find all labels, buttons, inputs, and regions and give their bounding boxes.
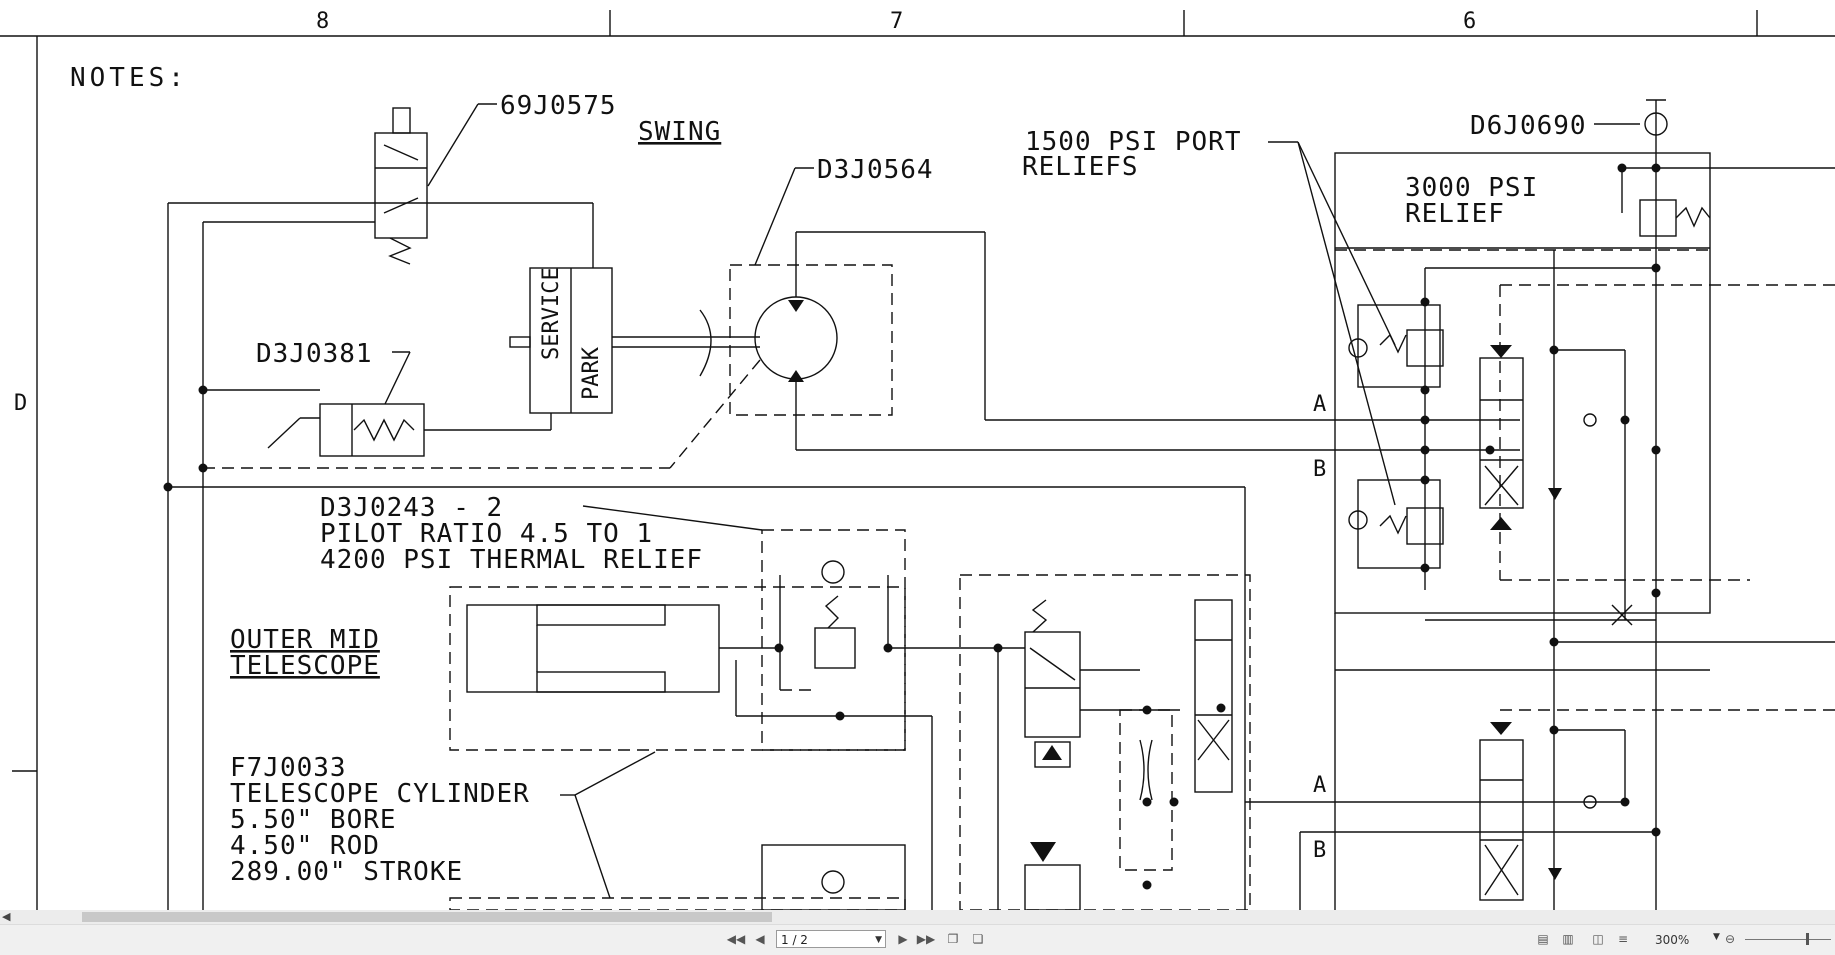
page-number-value: 1 / 2 (781, 933, 808, 947)
left-supply-lines (163, 203, 1246, 910)
two-page-view-icon[interactable]: ◫ (1592, 932, 1604, 946)
sheet-border (0, 10, 1835, 910)
zone-number-6: 6 (1463, 9, 1476, 34)
continuous-view-icon[interactable]: ▥ (1562, 932, 1574, 946)
last-page-icon[interactable]: ▶▶ (916, 932, 936, 946)
part-D3J0243: D3J0243 - 2 (320, 493, 503, 523)
notes-label: NOTES: (70, 63, 188, 93)
single-page-view-icon[interactable]: ▤ (1537, 932, 1549, 946)
port-b-label-bottom: B (1313, 838, 1326, 863)
copy-icon[interactable]: ❐ (947, 932, 959, 946)
schematic-drawing: 8 7 6 D NOTES: SWING 69J0575 SERVICE PAR… (0, 9, 1835, 910)
part-69J0575: 69J0575 (500, 91, 617, 121)
next-page-icon[interactable]: ▶ (898, 932, 908, 946)
scroll-left-icon[interactable]: ◀ (2, 910, 11, 923)
status-bar: ◀◀ ◀ 1 / 2 ▼ ▶ ▶▶ ❐ ❏ ▤ ▥ ◫ ≡ 300% ▼ ⊖ (0, 924, 1835, 955)
service-label: SERVICE (539, 267, 564, 360)
thermal-relief-label: 4200 PSI THERMAL RELIEF (320, 545, 703, 575)
zoom-dropdown-icon[interactable]: ▼ (1713, 932, 1720, 942)
zoom-out-icon[interactable]: ⊖ (1724, 932, 1736, 946)
zone-number-7: 7 (890, 9, 903, 34)
swing-label: SWING (638, 117, 721, 147)
bore-label: 5.50" BORE (230, 805, 397, 835)
telescope-cylinder (449, 586, 933, 910)
rod-label: 4.50" ROD (230, 831, 380, 861)
zone-letter-d: D (14, 391, 27, 416)
control-valve-mid (888, 574, 1251, 910)
park-label: PARK (579, 346, 604, 400)
telescope-label: TELESCOPE (230, 651, 380, 681)
zoom-slider[interactable] (1745, 939, 1831, 940)
zoom-slider-knob[interactable] (1806, 933, 1809, 945)
solenoid-valve (168, 107, 593, 265)
first-page-icon[interactable]: ◀◀ (726, 932, 746, 946)
outer-mid-label: OUTER MID (230, 625, 380, 655)
part-D3J0564: D3J0564 (817, 155, 934, 185)
port-b-label-top: B (1313, 457, 1326, 482)
prev-page-icon[interactable]: ◀ (755, 932, 765, 946)
port-reliefs-label-1: 1500 PSI PORT (1025, 127, 1242, 157)
horizontal-scrollbar-thumb[interactable] (82, 912, 772, 922)
part-D3J0381: D3J0381 (256, 339, 373, 369)
port-reliefs-label-2: RELIEFS (1022, 152, 1139, 182)
lower-cylinder-block (449, 844, 906, 910)
lower-control-valve (1245, 709, 1835, 910)
horizontal-scrollbar[interactable]: ◀ (0, 910, 1835, 924)
check-valve-top (1644, 99, 1668, 910)
pressure-switch (267, 403, 551, 457)
page-number-input[interactable]: 1 / 2 ▼ (776, 930, 886, 948)
part-D6J0690: D6J0690 (1470, 111, 1587, 141)
port-a-label-bottom: A (1313, 773, 1326, 798)
swing-motor (669, 231, 1520, 469)
stroke-label: 289.00" STROKE (230, 857, 463, 887)
relief-block (1334, 152, 1835, 910)
park-brake-valve (509, 203, 760, 430)
zoom-level[interactable]: 300% (1655, 933, 1690, 947)
counterbalance-valve (761, 529, 906, 751)
telescope-cylinder-label: TELESCOPE CYLINDER (230, 779, 530, 809)
pilot-ratio-label: PILOT RATIO 4.5 TO 1 (320, 519, 653, 549)
junction-dots-right (1420, 263, 1661, 837)
part-F7J0033: F7J0033 (230, 753, 347, 783)
scroll-view-icon[interactable]: ≡ (1617, 932, 1629, 946)
chevron-down-icon[interactable]: ▼ (875, 935, 882, 945)
swing-control-valve (1348, 250, 1835, 910)
port-a-label-top: A (1313, 392, 1326, 417)
relief-3000-label-1: 3000 PSI (1405, 173, 1538, 203)
fit-icon[interactable]: ❏ (972, 932, 984, 946)
relief-3000-label-2: RELIEF (1405, 199, 1505, 229)
zone-number-8: 8 (316, 9, 329, 34)
